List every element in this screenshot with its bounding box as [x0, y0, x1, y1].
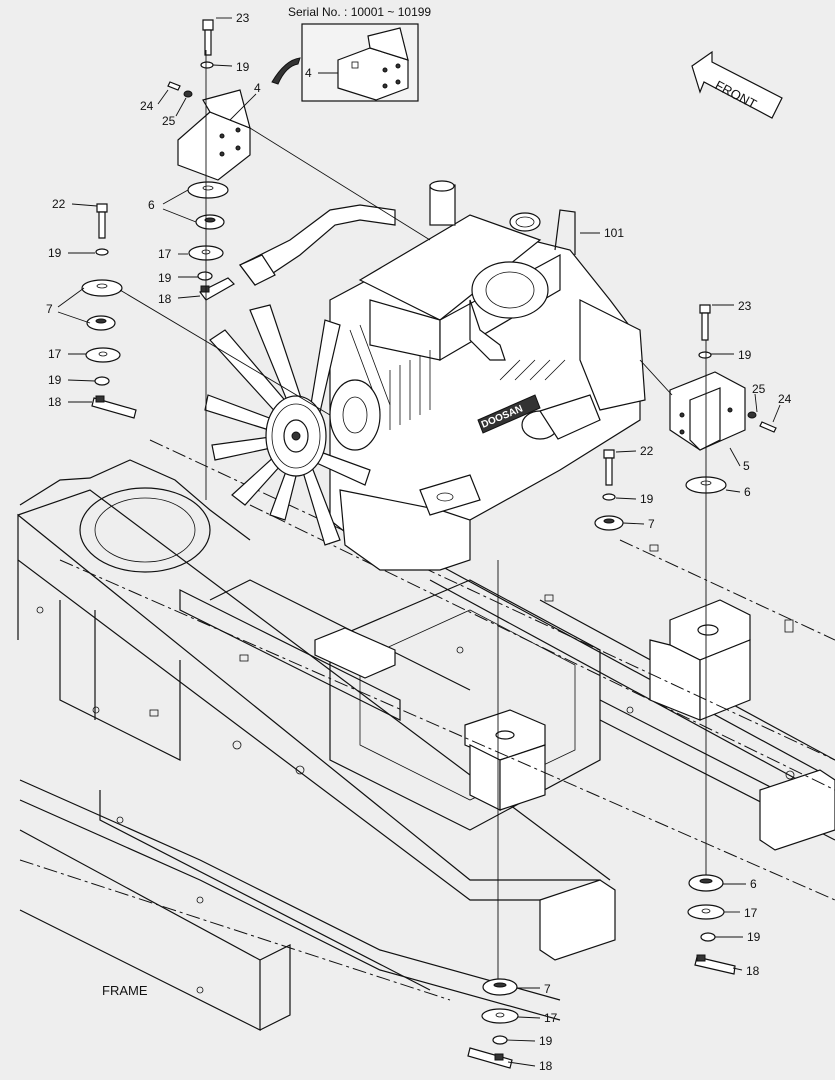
callout-18: 18 — [746, 964, 760, 978]
front-mount-stack-upper — [167, 19, 251, 500]
rear-mount-stack-right — [669, 304, 777, 975]
callout-5: 5 — [743, 459, 750, 473]
callout-18: 18 — [539, 1059, 553, 1073]
callout-numbers: 23 19 4 4 24 25 6 17 19 18 22 19 7 17 19… — [46, 11, 792, 1073]
callout-24: 24 — [778, 392, 792, 406]
callout-25: 25 — [162, 114, 176, 128]
front-direction-arrow: FRONT — [691, 50, 783, 119]
callout-6: 6 — [148, 198, 155, 212]
callout-22: 22 — [640, 444, 654, 458]
callout-17: 17 — [744, 906, 758, 920]
callout-4-inset: 4 — [305, 66, 312, 80]
callout-19: 19 — [738, 348, 752, 362]
callout-18: 18 — [48, 395, 62, 409]
callout-6: 6 — [750, 877, 757, 891]
callout-19: 19 — [236, 60, 250, 74]
engine-assembly: DOOSAN — [204, 180, 646, 571]
callout-19: 19 — [747, 930, 761, 944]
callout-23: 23 — [236, 11, 250, 25]
callout-leaders — [57, 17, 781, 1067]
serial-inset: Serial No. : 10001 ~ 10199 — [271, 5, 431, 102]
callout-7: 7 — [648, 517, 655, 531]
callout-17: 17 — [158, 247, 172, 261]
callout-24: 24 — [140, 99, 154, 113]
callout-25: 25 — [752, 382, 766, 396]
callout-4: 4 — [254, 81, 261, 95]
callout-19: 19 — [158, 271, 172, 285]
callout-19: 19 — [539, 1034, 553, 1048]
callout-7: 7 — [544, 982, 551, 996]
callout-17: 17 — [544, 1011, 558, 1025]
cooling-fan — [204, 304, 371, 546]
callout-22: 22 — [52, 197, 66, 211]
mid-mount-stack — [467, 449, 624, 1069]
serial-number-label: Serial No. : 10001 ~ 10199 — [288, 5, 431, 19]
callout-17: 17 — [48, 347, 62, 361]
callout-19: 19 — [48, 246, 62, 260]
callout-7: 7 — [46, 302, 53, 316]
callout-6: 6 — [744, 485, 751, 499]
callout-23: 23 — [738, 299, 752, 313]
callout-101: 101 — [604, 226, 624, 240]
front-mount-stack-left — [81, 203, 137, 419]
callout-19: 19 — [640, 492, 654, 506]
frame-structure — [17, 439, 835, 1031]
callout-18: 18 — [158, 292, 172, 306]
callout-19: 19 — [48, 373, 62, 387]
frame-label: FRAME — [102, 983, 148, 998]
